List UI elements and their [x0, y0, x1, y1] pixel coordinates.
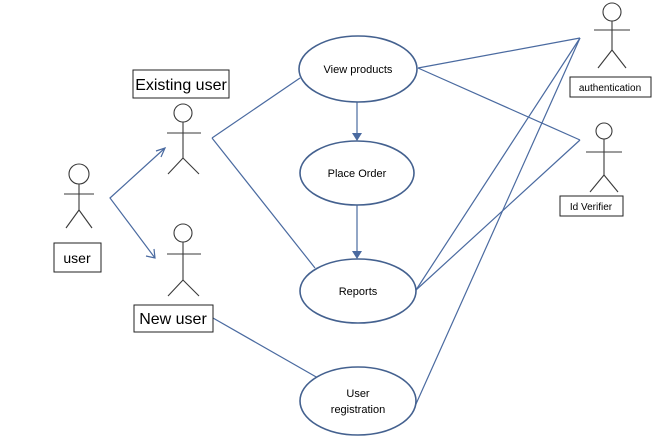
place-order-ellipse [299, 140, 415, 206]
view-products-ellipse [298, 35, 418, 103]
user-registration-label-1: User [346, 388, 370, 400]
label-user: user [53, 242, 102, 273]
reports-ellipse [299, 258, 417, 324]
reports-label: Reports [339, 286, 378, 298]
use-case-reports: Reports [299, 258, 417, 324]
actor-figure-authentication [594, 2, 630, 69]
arrowhead-place-order [352, 133, 362, 141]
line-existing-to-view-products [211, 77, 301, 139]
user-registration-label-2: registration [331, 404, 385, 416]
actor-figure-user [64, 163, 94, 229]
existing-user-label: Existing user [135, 77, 227, 94]
line-reports-to-idverifier [415, 139, 581, 291]
line-existing-to-reports [211, 137, 316, 269]
user-registration-ellipse [299, 366, 417, 436]
line-newuser-to-registration [212, 317, 319, 379]
user-arrows [109, 147, 167, 259]
arrowhead-to-newuser [145, 248, 156, 259]
line-registration-to-authentication [415, 37, 581, 405]
use-case-view-products: View products [298, 35, 418, 103]
use-case-place-order: Place Order [299, 140, 415, 206]
associations [211, 37, 581, 405]
actor-figure-existing-user [167, 103, 201, 175]
actor-figure-new-user [167, 223, 201, 297]
line-view-products-to-idverifier [417, 67, 581, 141]
id-verifier-label: Id Verifier [570, 202, 613, 213]
label-authentication: authentication [569, 76, 652, 98]
line-reports-to-authentication [415, 37, 581, 291]
new-user-label: New user [139, 311, 207, 328]
arrowhead-to-existing [155, 147, 167, 158]
label-existing-user: Existing user [132, 69, 230, 99]
view-products-label: View products [324, 64, 393, 76]
authentication-label: authentication [579, 83, 641, 94]
flow-arrows [352, 101, 362, 259]
user-label: user [63, 250, 91, 266]
label-new-user: New user [133, 304, 214, 333]
use-case-user-registration: User registration [299, 366, 417, 436]
line-view-products-to-authentication [417, 37, 581, 69]
label-id-verifier: Id Verifier [559, 195, 624, 217]
arrowhead-reports [352, 251, 362, 259]
place-order-label: Place Order [328, 168, 387, 180]
user-branch-arrow [109, 147, 166, 259]
actor-figure-id-verifier [586, 122, 622, 193]
